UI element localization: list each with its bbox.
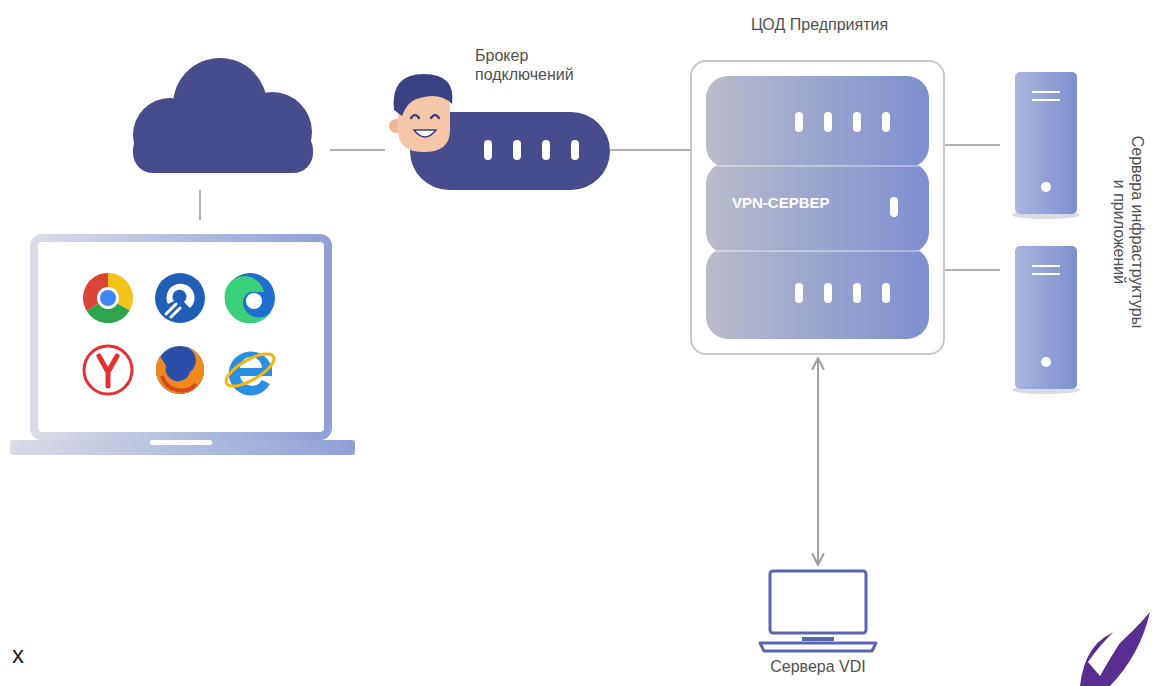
broker-figure [389,74,610,190]
node-caption: Сервера VDI [740,657,896,676]
laptop-icon [10,238,355,455]
connector-line [610,149,690,151]
vdi-node: Сервера VDI [740,565,896,681]
vpn-server: VPN-СЕРВЕР [706,76,929,339]
datacenter-box: ЦОД ПредприятияVPN-СЕРВЕР [690,60,945,355]
broker-node: Брокер подключений [410,38,610,190]
box-title: VPN-СЕРВЕР [732,194,872,212]
rotated-caption: Сервера инфраструктуры и приложений [1110,132,1145,332]
node-caption: ЦОД Предприятия [692,15,947,34]
browser-icons [83,273,278,395]
logo [1080,606,1150,686]
node-caption: Брокер подключений [475,46,600,84]
cloud-icon [133,58,313,173]
corner-mark: x [12,642,24,668]
connector-arrow [817,358,819,565]
server-icon [1012,72,1080,394]
